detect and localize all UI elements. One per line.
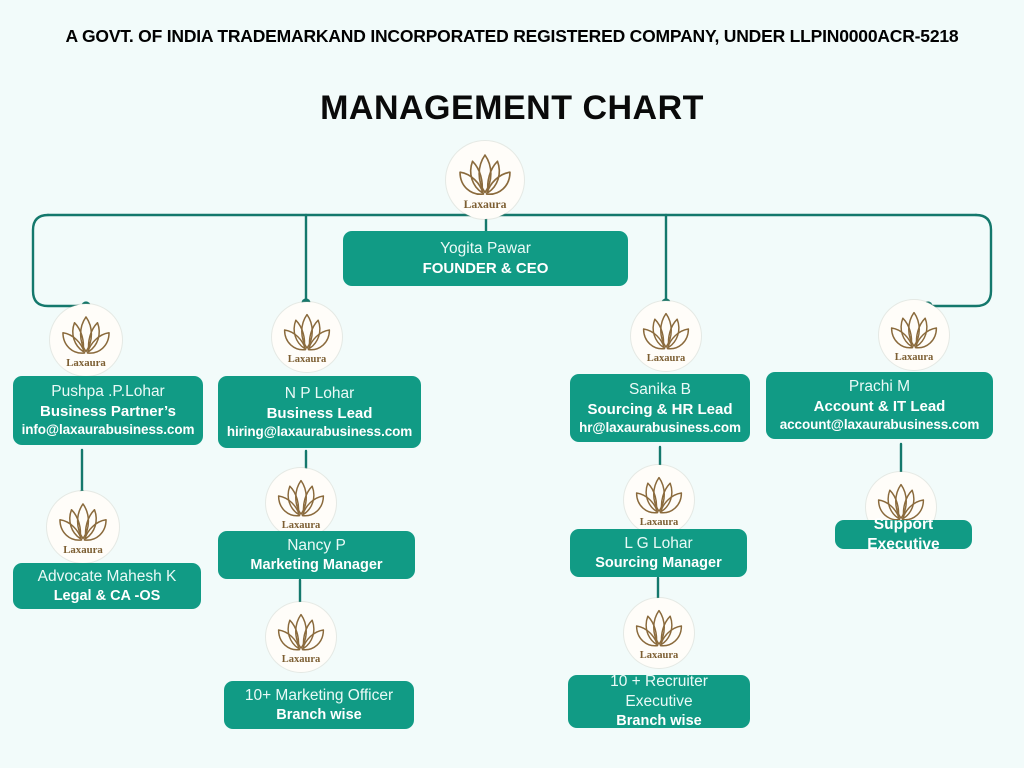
node-marketing-officer[interactable]: 10+ Marketing Officer Branch wise <box>224 681 414 729</box>
node-role: Account & IT Lead <box>813 398 946 416</box>
node-role: Business Partner’s <box>40 403 176 421</box>
node-marketing-manager[interactable]: Nancy P Marketing Manager <box>218 531 415 579</box>
node-name: 10 + Recruiter Executive <box>610 673 708 711</box>
brand-logo-partner: Laxaura <box>50 304 122 376</box>
node-role: Branch wise <box>616 713 702 730</box>
node-email: info@laxaurabusiness.com <box>21 422 195 438</box>
brand-logo-hrlead: Laxaura <box>631 301 701 371</box>
brand-wordmark: Laxaura <box>63 544 103 556</box>
node-sourcing-hr-lead[interactable]: Sanika B Sourcing & HR Lead hr@laxaurabu… <box>570 374 750 442</box>
lotus-icon: Laxaura <box>283 313 331 365</box>
node-name: Pushpa .P.Lohar <box>51 383 165 401</box>
brand-wordmark: Laxaura <box>464 198 507 211</box>
node-role: FOUNDER & CEO <box>422 259 549 277</box>
brand-wordmark: Laxaura <box>282 520 321 531</box>
node-founder-ceo[interactable]: Yogita Pawar FOUNDER & CEO <box>343 231 628 286</box>
node-email: hr@laxaurabusiness.com <box>579 419 741 435</box>
brand-logo-itlead: Laxaura <box>879 300 949 370</box>
node-role: Legal & CA -OS <box>53 587 161 604</box>
node-email: account@laxaurabusiness.com <box>779 417 980 433</box>
node-name: Yogita Pawar <box>440 239 531 257</box>
node-name: N P Lohar <box>284 384 355 402</box>
brand-wordmark: Laxaura <box>895 352 934 363</box>
brand-wordmark: Laxaura <box>282 654 321 665</box>
brand-wordmark: Laxaura <box>647 353 686 364</box>
lotus-icon: Laxaura <box>62 316 110 369</box>
lotus-icon: Laxaura <box>277 613 325 665</box>
node-email: hiring@laxaurabusiness.com <box>226 423 413 439</box>
brand-logo-srcmgr: Laxaura <box>624 465 694 535</box>
page-title: MANAGEMENT CHART <box>320 89 704 127</box>
lotus-icon: Laxaura <box>635 476 683 528</box>
node-name: Sanika B <box>628 380 692 398</box>
brand-logo-recruiter: Laxaura <box>624 598 694 668</box>
node-account-it-lead[interactable]: Prachi M Account & IT Lead account@laxau… <box>766 372 993 439</box>
lotus-icon: Laxaura <box>890 311 938 363</box>
brand-wordmark: Laxaura <box>640 650 679 661</box>
brand-logo-top: Laxaura <box>446 141 524 219</box>
node-name: L G Lohar <box>624 534 693 552</box>
brand-wordmark: Laxaura <box>66 357 106 369</box>
node-role: Marketing Manager <box>250 556 383 573</box>
node-support-executive[interactable]: Support Executive <box>835 516 972 553</box>
brand-logo-bizlead: Laxaura <box>272 302 342 372</box>
lotus-icon: Laxaura <box>277 479 325 531</box>
node-name: Nancy P <box>287 536 346 554</box>
node-role: Business Lead <box>266 404 373 422</box>
brand-wordmark: Laxaura <box>640 517 679 528</box>
node-role: Support Executive <box>867 515 940 553</box>
node-name: Advocate Mahesh K <box>37 567 177 585</box>
node-role: Sourcing & HR Lead <box>587 400 733 418</box>
brand-logo-legal: Laxaura <box>47 491 119 563</box>
registration-banner: A GOVT. OF INDIA TRADEMARKAND INCORPORAT… <box>65 26 959 46</box>
node-legal-ca[interactable]: Advocate Mahesh K Legal & CA -OS <box>13 563 201 609</box>
node-name: Prachi M <box>848 378 911 396</box>
brand-logo-mktmgr: Laxaura <box>266 468 336 538</box>
lotus-icon: Laxaura <box>642 312 690 364</box>
node-recruiter-executive[interactable]: 10 + Recruiter Executive Branch wise <box>568 673 750 730</box>
lotus-icon: Laxaura <box>59 503 107 556</box>
node-sourcing-manager[interactable]: L G Lohar Sourcing Manager <box>570 529 747 577</box>
lotus-icon: Laxaura <box>459 154 511 211</box>
brand-wordmark: Laxaura <box>288 354 327 365</box>
brand-logo-mktofficer: Laxaura <box>266 602 336 672</box>
node-business-partner[interactable]: Pushpa .P.Lohar Business Partner’s info@… <box>13 376 203 445</box>
lotus-icon: Laxaura <box>635 609 683 661</box>
node-role: Branch wise <box>276 706 362 723</box>
node-business-lead[interactable]: N P Lohar Business Lead hiring@laxaurabu… <box>218 376 421 448</box>
node-name: 10+ Marketing Officer <box>244 686 394 704</box>
node-role: Sourcing Manager <box>595 554 722 571</box>
